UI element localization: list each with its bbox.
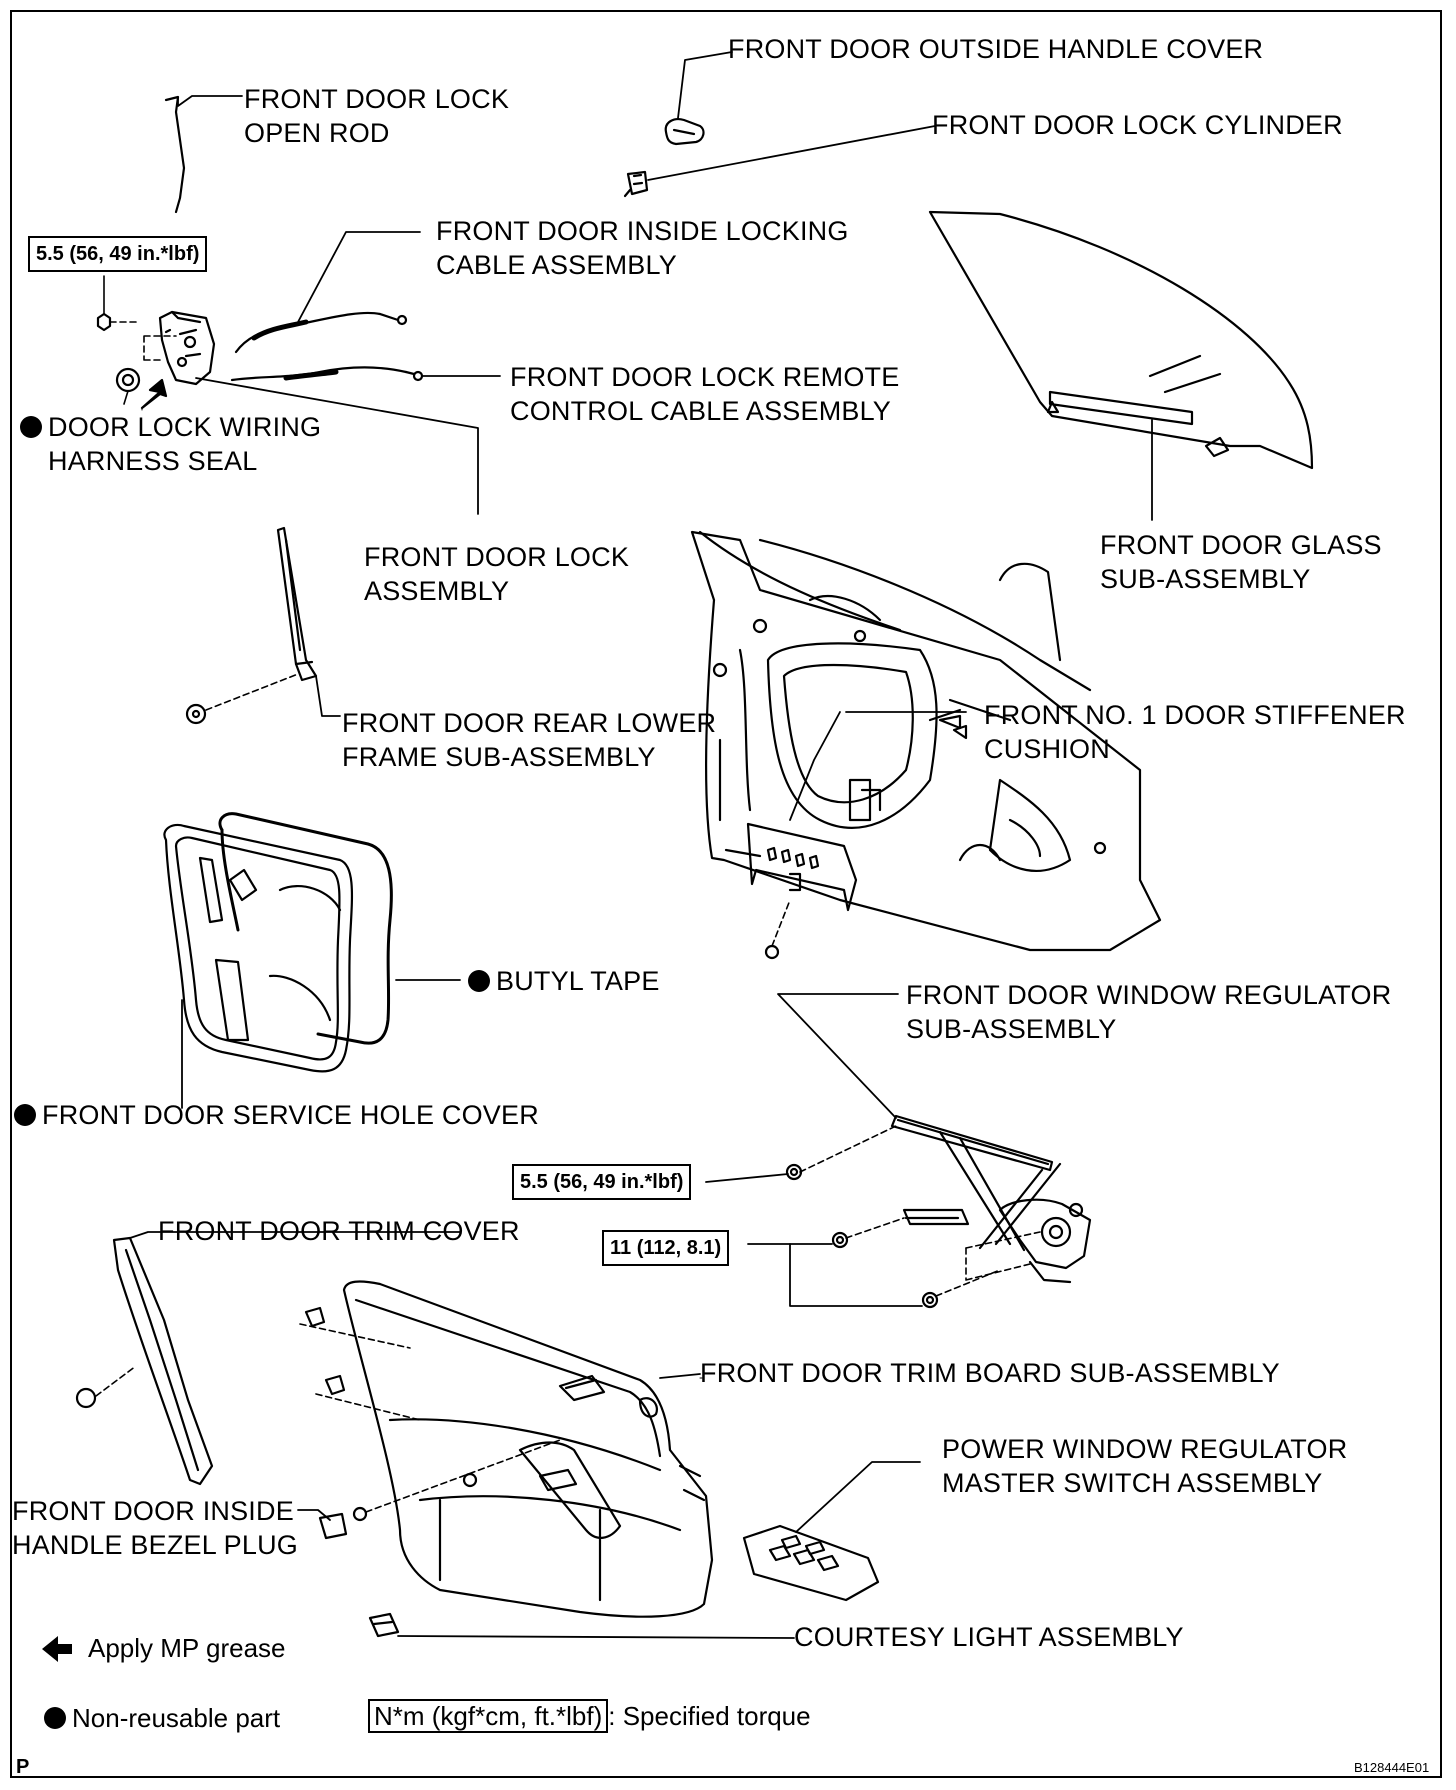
remote-control-cable-part	[230, 366, 501, 382]
label-window-regulator-line1: FRONT DOOR WINDOW REGULATOR	[906, 980, 1392, 1010]
label-rear-lower-frame-line1: FRONT DOOR REAR LOWER	[342, 708, 717, 738]
outside-handle-cover-part	[664, 51, 733, 146]
bezel-plug-part	[297, 1509, 348, 1540]
label-butyl-tape-text: BUTYL TAPE	[496, 966, 660, 996]
label-remote-control-cable-line1: FRONT DOOR LOCK REMOTE	[510, 362, 900, 392]
label-door-glass: FRONT DOOR GLASS SUB-ASSEMBLY	[1100, 528, 1382, 596]
lock-cylinder-part	[623, 125, 936, 198]
figure-code: B128444E01	[1354, 1760, 1430, 1775]
label-service-hole-cover: FRONT DOOR SERVICE HOLE COVER	[14, 1098, 539, 1132]
legend-torque-desc: : Specified torque	[608, 1701, 811, 1731]
label-remote-control-cable: FRONT DOOR LOCK REMOTE CONTROL CABLE ASS…	[510, 360, 899, 428]
label-master-switch-line1: POWER WINDOW REGULATOR	[942, 1434, 1348, 1464]
non-reusable-dot-icon	[468, 970, 490, 992]
label-butyl-tape: BUTYL TAPE	[468, 964, 660, 998]
door-lock-assembly-part	[96, 275, 479, 515]
stiffener-bracket-part	[746, 822, 858, 960]
legend-non-reusable-dot-icon	[44, 1707, 66, 1729]
label-lock-open-rod: FRONT DOOR LOCK OPEN ROD	[244, 82, 509, 150]
door-panel-part	[690, 530, 1162, 952]
label-master-switch-line2: MASTER SWITCH ASSEMBLY	[942, 1468, 1323, 1498]
label-window-regulator-line2: SUB-ASSEMBLY	[906, 1014, 1117, 1044]
trim-board-part	[299, 1280, 714, 1618]
legend-torque: N*m (kgf*cm, ft.*lbf): Specified torque	[368, 1699, 811, 1733]
label-remote-control-cable-line2: CONTROL CABLE ASSEMBLY	[510, 396, 892, 426]
non-reusable-dot-icon	[20, 416, 42, 438]
label-lock-assembly-line1: FRONT DOOR LOCK	[364, 542, 630, 572]
label-rear-lower-frame-line2: FRAME SUB-ASSEMBLY	[342, 742, 656, 772]
label-wiring-harness-seal-line1: DOOR LOCK WIRING	[48, 412, 322, 442]
diagram-frame	[10, 10, 1442, 1778]
label-wiring-harness-seal-line2: HARNESS SEAL	[48, 446, 258, 476]
lock-open-rod-part	[164, 95, 243, 214]
label-master-switch: POWER WINDOW REGULATOR MASTER SWITCH ASS…	[942, 1432, 1347, 1500]
torque-box-lock-bolt: 5.5 (56, 49 in.*lbf)	[28, 236, 208, 272]
label-stiffener-cushion: FRONT NO. 1 DOOR STIFFENER CUSHION	[984, 698, 1406, 766]
label-inside-locking-cable-line1: FRONT DOOR INSIDE LOCKING	[436, 216, 849, 246]
master-switch-part	[742, 1461, 921, 1602]
courtesy-light-part	[368, 1612, 795, 1639]
label-stiffener-cushion-line2: CUSHION	[984, 734, 1110, 764]
butyl-tape-part	[218, 812, 461, 1045]
corner-letter: P	[16, 1756, 30, 1778]
label-rear-lower-frame: FRONT DOOR REAR LOWER FRAME SUB-ASSEMBLY	[342, 706, 716, 774]
label-stiffener-cushion-line1: FRONT NO. 1 DOOR STIFFENER	[984, 700, 1406, 730]
legend-grease: Apply MP grease	[88, 1633, 286, 1663]
label-bezel-plug-line1: FRONT DOOR INSIDE	[12, 1496, 294, 1526]
label-bezel-plug-line2: HANDLE BEZEL PLUG	[12, 1530, 298, 1560]
label-courtesy-light: COURTESY LIGHT ASSEMBLY	[794, 1622, 1184, 1652]
label-window-regulator: FRONT DOOR WINDOW REGULATOR SUB-ASSEMBLY	[906, 978, 1391, 1046]
grease-arrow-icon	[140, 378, 168, 410]
label-lock-open-rod-line1: FRONT DOOR LOCK	[244, 84, 510, 114]
label-outside-handle-cover: FRONT DOOR OUTSIDE HANDLE COVER	[728, 34, 1264, 64]
label-service-hole-cover-text: FRONT DOOR SERVICE HOLE COVER	[42, 1100, 539, 1130]
legend-torque-unit-box: N*m (kgf*cm, ft.*lbf)	[368, 1699, 609, 1733]
trim-cover-part	[75, 1231, 461, 1486]
wiring-harness-seal-part	[115, 367, 141, 405]
label-inside-locking-cable-line2: CABLE ASSEMBLY	[436, 250, 677, 280]
label-lock-assembly: FRONT DOOR LOCK ASSEMBLY	[364, 540, 629, 608]
label-lock-open-rod-line2: OPEN ROD	[244, 118, 390, 148]
label-lock-assembly-line2: ASSEMBLY	[364, 576, 510, 606]
label-trim-board: FRONT DOOR TRIM BOARD SUB-ASSEMBLY	[700, 1358, 1280, 1388]
service-hole-cover-part	[163, 823, 354, 1109]
torque-box-regulator-bolt: 5.5 (56, 49 in.*lbf)	[512, 1164, 692, 1200]
torque-box-regulator-motor-bolt: 11 (112, 8.1)	[602, 1230, 730, 1266]
label-trim-cover: FRONT DOOR TRIM COVER	[158, 1216, 520, 1246]
legend-non-reusable-text: Non-reusable part	[72, 1703, 281, 1733]
label-inside-locking-cable: FRONT DOOR INSIDE LOCKING CABLE ASSEMBLY	[436, 214, 849, 282]
door-glass-part	[928, 210, 1314, 521]
label-door-glass-line2: SUB-ASSEMBLY	[1100, 564, 1311, 594]
legend-non-reusable: Non-reusable part	[44, 1702, 280, 1734]
window-regulator-part	[705, 993, 1092, 1309]
label-bezel-plug: FRONT DOOR INSIDE HANDLE BEZEL PLUG	[12, 1494, 298, 1562]
inside-locking-cable-part	[234, 231, 421, 354]
label-wiring-harness-seal: DOOR LOCK WIRING HARNESS SEAL	[20, 410, 321, 478]
rear-lower-frame-part	[185, 526, 341, 725]
non-reusable-dot-icon	[14, 1104, 36, 1126]
label-lock-cylinder: FRONT DOOR LOCK CYLINDER	[932, 110, 1343, 140]
label-door-glass-line1: FRONT DOOR GLASS	[1100, 530, 1382, 560]
legend-grease-arrow-icon	[42, 1636, 72, 1662]
